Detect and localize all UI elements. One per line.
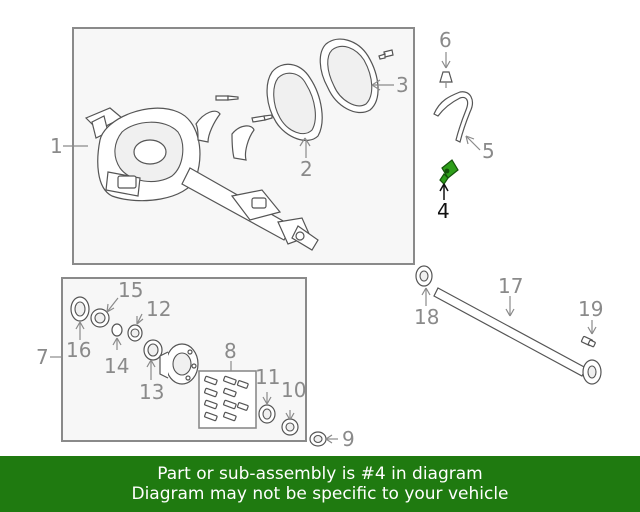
callout-15: 15 — [118, 278, 143, 302]
callout-14: 14 — [104, 354, 129, 378]
callout-19: 19 — [578, 297, 603, 321]
callout-7: 7 — [36, 345, 49, 369]
callout-18: 18 — [414, 305, 439, 329]
bolt-set — [204, 375, 249, 422]
callout-11: 11 — [255, 365, 280, 389]
banner-line-disclaimer: Diagram may not be specific to your vehi… — [131, 484, 509, 504]
callout-12: 12 — [146, 297, 171, 321]
seals-and-bearings — [70, 296, 299, 436]
housing-brackets — [195, 95, 273, 161]
callout-8: 8 — [224, 339, 237, 363]
callout-5: 5 — [482, 139, 495, 163]
stud-part-19 — [580, 335, 596, 348]
sensor-part-4-highlighted[interactable] — [439, 159, 459, 185]
seal-part-9 — [309, 431, 327, 447]
callout-9: 9 — [342, 427, 355, 451]
callout-10: 10 — [281, 378, 306, 402]
cover-gasket — [319, 38, 394, 114]
clip-part-6 — [439, 71, 453, 88]
callout-17: 17 — [498, 274, 523, 298]
info-banner: Part or sub-assembly is #4 in diagram Di… — [0, 456, 640, 512]
axle-shaft-part-17 — [433, 287, 602, 385]
callout-13: 13 — [139, 380, 164, 404]
differential-cover — [266, 63, 323, 141]
leader-lines — [50, 52, 597, 444]
callout-16: 16 — [66, 338, 91, 362]
axle-housing-illustration — [84, 107, 319, 251]
wire-part-5 — [433, 91, 473, 143]
callout-3: 3 — [396, 73, 409, 97]
ring-part-18 — [415, 265, 433, 287]
parts-diagram: 1 2 3 4 5 6 7 8 9 10 11 12 13 14 15 16 1… — [36, 27, 603, 451]
callout-numbers: 1 2 3 4 5 6 7 8 9 10 11 12 13 14 15 16 1… — [36, 28, 603, 451]
banner-line-part-number: Part or sub-assembly is #4 in diagram — [157, 464, 483, 484]
callout-1: 1 — [50, 134, 63, 158]
callout-6: 6 — [439, 28, 452, 52]
callout-4[interactable]: 4 — [437, 199, 450, 223]
callout-2: 2 — [300, 157, 313, 181]
